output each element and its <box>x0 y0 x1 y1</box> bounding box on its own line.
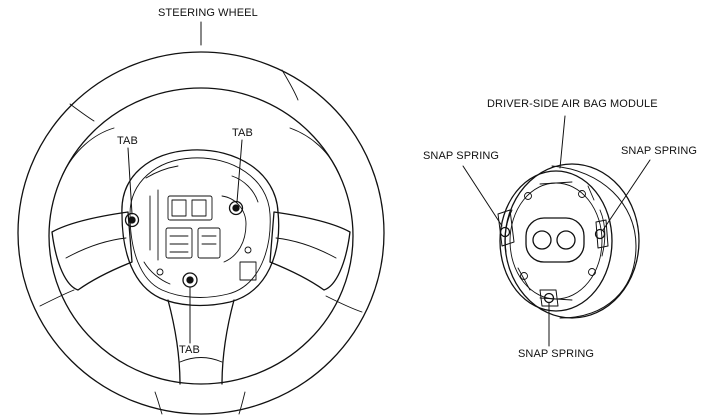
leader-snap-spring-right <box>602 159 651 231</box>
module-base-plate <box>499 170 613 312</box>
rim-grip-left <box>61 127 115 177</box>
leader-tab-right <box>236 139 243 203</box>
module-cover-edge <box>551 165 637 319</box>
label-snap-spring-bottom: SNAP SPRING <box>518 348 595 360</box>
rim-seam <box>238 391 246 415</box>
snap-spring-left <box>497 209 515 247</box>
rim-seam <box>281 69 299 101</box>
rim-seam <box>154 391 163 415</box>
module-bolts <box>520 190 596 280</box>
label-tab-left: TAB <box>117 135 138 147</box>
tab-bottom <box>182 272 198 288</box>
spoke-left <box>51 211 133 291</box>
rim-grip-right <box>289 127 341 177</box>
inflator-port-left <box>532 230 552 250</box>
rim-seam <box>325 295 363 313</box>
inflator-port-right <box>556 230 576 250</box>
label-steering-wheel: STEERING WHEEL <box>158 7 258 19</box>
inflator <box>525 217 585 263</box>
wheel-rim-outer <box>17 51 385 415</box>
hub-inner-rim <box>129 157 271 298</box>
label-air-bag-module: DRIVER-SIDE AIR BAG MODULE <box>487 98 658 110</box>
spoke-right-detail <box>275 237 337 259</box>
leader-air-bag-module <box>559 115 566 169</box>
label-tab-bottom: TAB <box>179 344 200 356</box>
rim-seam <box>69 103 95 122</box>
label-tab-right: TAB <box>232 127 253 139</box>
spoke-right <box>269 211 351 291</box>
hub-internals <box>143 165 259 285</box>
spoke-bottom-detail <box>179 357 223 363</box>
rim-seam <box>39 289 75 307</box>
snap-spring-right <box>594 219 609 249</box>
module-plate-details <box>504 181 606 301</box>
tab-left <box>124 212 140 228</box>
air-bag-module <box>462 115 651 347</box>
spoke-bottom <box>167 299 235 385</box>
tab-right <box>228 200 244 216</box>
label-snap-spring-right: SNAP SPRING <box>621 145 698 157</box>
leader-tab-left <box>127 147 133 215</box>
leader-snap-spring-left <box>462 165 503 227</box>
steering-wheel <box>17 21 385 415</box>
hub-housing <box>121 149 280 307</box>
label-snap-spring-left: SNAP SPRING <box>423 150 500 162</box>
module-base-inner <box>509 182 603 300</box>
wheel-rim-inner <box>48 87 354 385</box>
spoke-left-detail <box>65 237 127 259</box>
